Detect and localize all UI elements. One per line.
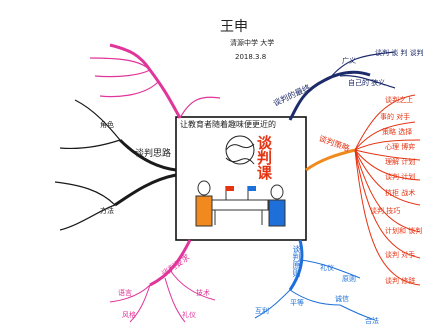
bottom-left-item-0: 语言 <box>118 289 132 297</box>
right-item-9: 谈判 对手 <box>385 251 416 259</box>
top-right-item-1: 自己的 狭义 <box>348 79 386 87</box>
right-item-2: 策略 选择 <box>382 128 413 136</box>
right-item-3: 心理 博弈 <box>385 143 416 151</box>
negotiation-scene-icon <box>195 180 286 227</box>
handshake-icon <box>225 135 255 165</box>
branch-top-right <box>288 70 371 121</box>
bottom-right-item-0: 礼仪 <box>320 264 334 272</box>
right-item-0: 谈判之上 <box>385 96 413 104</box>
right-item-6: 抗拒 战术 <box>385 189 416 197</box>
branch-left <box>118 138 177 172</box>
top-right-item-2: 谈判 谈 判 谈判 <box>375 49 424 57</box>
bottom-left-item-3: 礼仪 <box>182 311 196 319</box>
bottom-right-item-2: 互利 <box>255 307 269 315</box>
bottom-right-item-3: 平等 <box>290 299 304 307</box>
branch-bottom-left <box>149 239 192 287</box>
right-item-4: 理解 计划 <box>385 158 416 166</box>
signature-name: 王申 <box>220 19 248 35</box>
top-right-item-0: 广义 <box>342 57 356 65</box>
center-title: 让教育者随着趣味便更近的 <box>180 120 276 129</box>
left-item-0: 角色 <box>100 121 114 129</box>
signature-date: 2018.3.8 <box>235 53 267 61</box>
bottom-left-item-1: 风格 <box>122 311 136 319</box>
branch-bottom-right-label: 谈判原则 <box>292 245 301 277</box>
center-main-label: 谈判课 <box>255 135 273 180</box>
right-item-8: 计划和 谈判 <box>385 227 423 235</box>
right-item-1: 事的 对手 <box>380 113 411 121</box>
bottom-right-item-4: 诚信 <box>335 295 349 303</box>
bottom-left-item-2: 技术 <box>196 289 210 297</box>
left-item-1: 方法 <box>100 207 114 215</box>
branch-top-left <box>109 43 182 119</box>
bottom-right-item-5: 合法 <box>365 317 379 325</box>
branch-left-label: 谈判思路 <box>135 149 172 159</box>
branch-bottom-right <box>288 239 304 291</box>
right-item-7: 谈判 技巧 <box>370 207 401 215</box>
branch-right <box>305 148 356 172</box>
bottom-right-item-1: 原则 <box>342 275 356 283</box>
right-item-10: 谈判 修辞 <box>385 277 416 285</box>
signature-role: 清源中学 大学 <box>230 39 275 47</box>
right-item-5: 谈判 计划 <box>385 173 416 181</box>
center-box <box>175 116 307 241</box>
